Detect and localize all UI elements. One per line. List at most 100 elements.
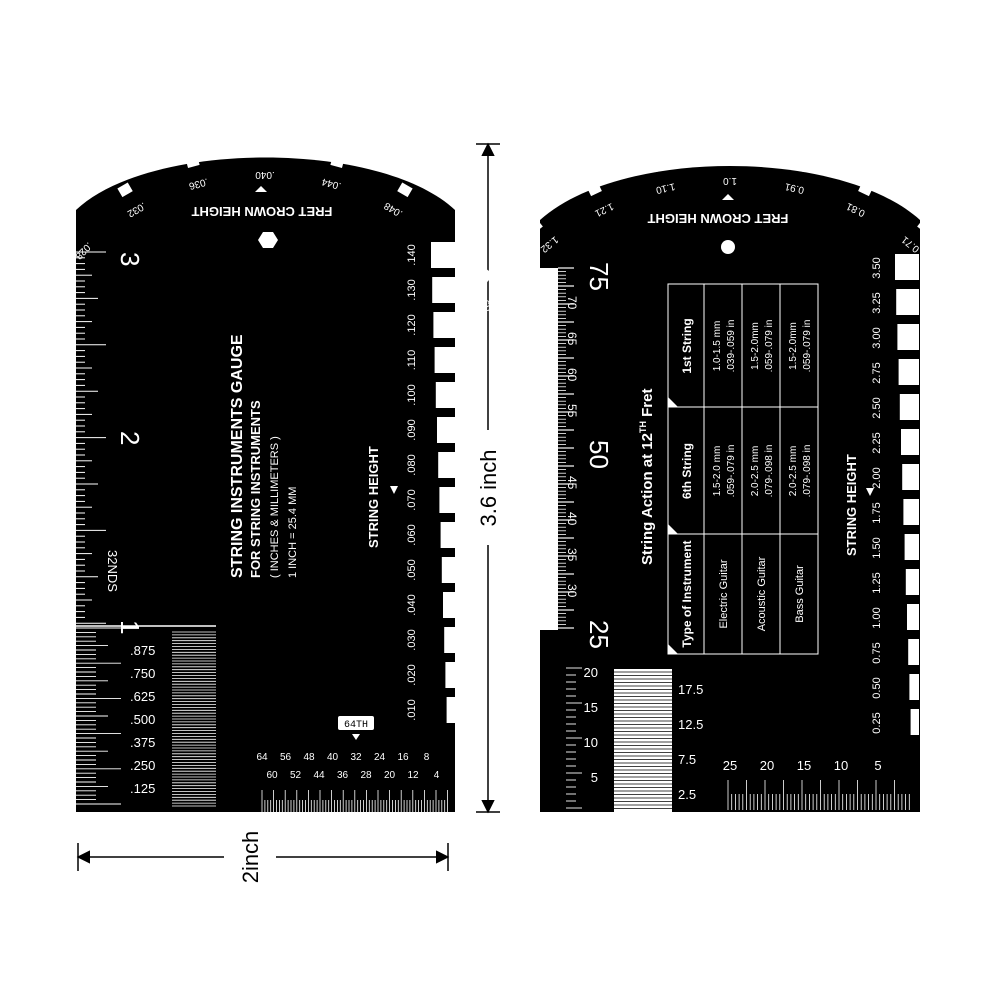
left-arc-pointer	[255, 186, 267, 192]
header-type: Type of Instrument	[680, 540, 694, 647]
inch-mark-3: 3	[115, 252, 145, 266]
mm-minor-label: 35	[565, 548, 579, 562]
bottom-num: 16	[397, 752, 409, 763]
arc-notch	[792, 159, 807, 173]
height-step	[910, 709, 919, 735]
height-label: 0.50	[871, 677, 883, 698]
fraction-label: .125	[130, 781, 155, 796]
row-bass-first-in: .059-.079 in	[802, 320, 813, 373]
inch-mark-2: 2	[115, 431, 145, 445]
inner-scale-ticks	[614, 671, 672, 809]
width-dimension: 2inch	[76, 831, 450, 883]
height-label: .060	[406, 524, 418, 545]
left-hole	[258, 232, 278, 248]
row-bass-sixth-in: .079-.098 in	[802, 445, 813, 498]
bottom-num: 4	[434, 770, 440, 781]
arc-notch	[259, 147, 271, 157]
sixty-fourth-label: 64TH	[344, 720, 368, 731]
row-electric-sixth-in: .059-.079 in	[726, 445, 737, 498]
gauge-title: STRING INSTRUMENTS GAUGE	[229, 334, 246, 578]
height-label: 1.75	[871, 502, 883, 523]
arc-notch	[527, 218, 543, 235]
inner-scale-panel	[614, 669, 672, 812]
mm-minor-label: 40	[565, 512, 579, 526]
height-label: 3.00	[871, 327, 883, 348]
arc-notch	[117, 182, 133, 198]
mm-minor-label: 45	[565, 476, 579, 490]
small-scale-label: 10	[584, 735, 598, 750]
mm-minor-label: 65	[565, 332, 579, 346]
fraction-label: .500	[130, 712, 155, 727]
right-string-height-pointer	[866, 488, 874, 496]
right-arc-notches	[477, 153, 983, 284]
bottom-num: 20	[384, 770, 396, 781]
arc-label: 0.61	[946, 279, 967, 301]
height-label: .010	[406, 699, 418, 720]
small-scale-label: 5	[591, 770, 598, 785]
left-gauge-card: .024.028.032.036.040.044.048.052.056 FRE…	[15, 147, 515, 812]
sixty-fourth-badge	[338, 716, 374, 730]
bottom-num: 56	[280, 752, 292, 763]
left-title-block: STRING INSTRUMENTS GAUGE FOR STRING INST…	[229, 334, 299, 578]
height-label: .070	[406, 489, 418, 510]
height-step	[898, 359, 919, 385]
bottom-num: 36	[337, 770, 349, 781]
height-step	[444, 627, 455, 653]
arc-notch	[917, 218, 933, 235]
arc-notch	[499, 285, 515, 301]
height-step	[435, 382, 455, 408]
height-label: .020	[406, 664, 418, 685]
row-bass-instrument: Bass Guitar	[794, 565, 806, 623]
height-step	[438, 452, 455, 478]
height-label: .080	[406, 454, 418, 475]
mm-major-label: 50	[584, 440, 614, 469]
arc-label: .040	[255, 169, 275, 180]
small-scale-label: 15	[584, 700, 598, 715]
arc-notch	[724, 153, 736, 163]
mm-minor-label: 70	[565, 296, 579, 310]
height-step	[902, 464, 919, 490]
fraction-label: .750	[130, 666, 155, 681]
height-step	[901, 429, 919, 455]
left-card-body	[76, 157, 455, 812]
arc-notch	[185, 155, 200, 169]
bottom-num: 48	[303, 752, 315, 763]
height-step	[895, 254, 919, 280]
right-string-height-label: STRING HEIGHT	[844, 454, 859, 556]
height-label: .090	[406, 419, 418, 440]
fraction-label: .625	[130, 689, 155, 704]
height-label: .110	[406, 350, 418, 371]
thirty-seconds-label: 32NDS	[105, 550, 120, 592]
inner-scale-label: 2.5	[678, 787, 696, 802]
gauge-subtitle: FOR STRING INSTRUMENTS	[248, 400, 263, 578]
arc-notch	[397, 182, 413, 198]
mm-minor-label: 30	[565, 584, 579, 598]
bottom-num: 40	[327, 752, 339, 763]
height-label: .030	[406, 629, 418, 650]
arc-label: .044	[320, 175, 342, 191]
height-step	[445, 662, 455, 688]
inner-scale-labels: 17.512.57.52.5	[678, 682, 703, 802]
arc-label: .056	[477, 292, 496, 315]
height-label: 1.00	[871, 607, 883, 628]
height-step	[440, 522, 455, 548]
bottom-num: 24	[374, 752, 386, 763]
bottom-num: 12	[407, 770, 419, 781]
gauge-conversion: 1 INCH = 25.4 MM	[287, 487, 299, 578]
bottom-num: 8	[424, 752, 430, 763]
sixty-fourth-pointer	[352, 734, 360, 740]
bottom-scale-label: 25	[723, 758, 737, 773]
height-label: 2.50	[871, 397, 883, 418]
left-inch-ruler	[76, 251, 216, 807]
left-height-steps	[431, 242, 455, 723]
mm-major-label: 25	[584, 620, 614, 649]
height-label: 1.25	[871, 572, 883, 593]
right-height-steps	[895, 254, 919, 735]
height-dimension: 3.6 inch	[476, 142, 501, 814]
height-step	[437, 417, 455, 443]
bottom-num: 28	[360, 770, 372, 781]
left-arc-title: FRET CROWN HEIGHT	[192, 204, 333, 219]
